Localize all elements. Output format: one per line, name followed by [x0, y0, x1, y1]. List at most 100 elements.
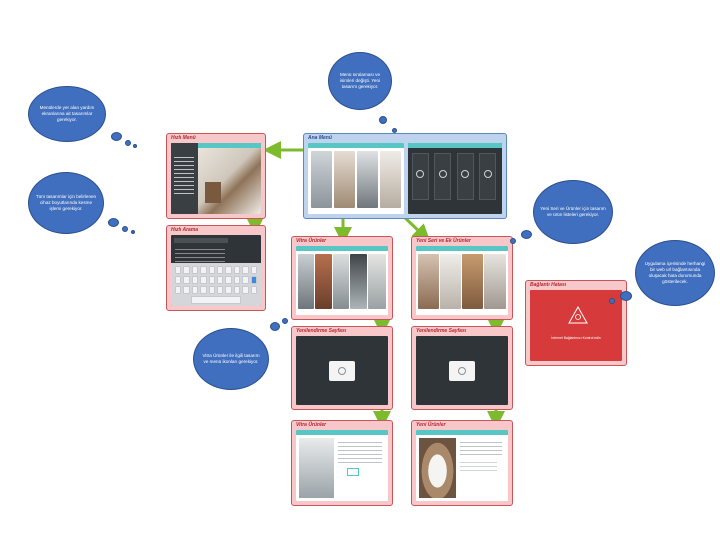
- frame-title: Hızlı Menü: [171, 135, 196, 141]
- product-tile: [417, 254, 439, 309]
- search-field: [174, 238, 228, 243]
- product-photo: [419, 438, 456, 498]
- bubble-connection-error: Uygulama içerisinde herhangi bir web url…: [635, 240, 715, 306]
- top-bar: [408, 143, 502, 148]
- icon-tile: [456, 153, 474, 200]
- loading-card: [449, 360, 475, 381]
- frame-title: Ana Menü: [308, 135, 332, 141]
- top-bar: [296, 430, 388, 435]
- key-row: [191, 296, 241, 305]
- frame-hizli-arama: Hızlı Arama: [166, 225, 266, 311]
- bubble-tail: [510, 238, 516, 244]
- frame-vitra-urunler-1: Vitra Ürünler: [291, 236, 393, 320]
- error-message: İnternet Bağlantınızı Kontrol edin: [551, 336, 601, 340]
- frame-title: Hızlı Arama: [171, 227, 199, 233]
- bubble-tail: [133, 144, 137, 148]
- bathroom-photo: [198, 148, 261, 214]
- frame-ana-menu: Ana Menü: [303, 133, 507, 219]
- menu-tile: [356, 151, 379, 208]
- bubble-tail: [125, 140, 131, 146]
- frame-yenilendirme-2: Yenilendirme Sayfası: [411, 326, 513, 410]
- product-tile: [367, 254, 387, 309]
- product-specs: [460, 462, 497, 474]
- ana-menu-screen-2: [408, 143, 502, 214]
- bubble-tail: [270, 322, 280, 331]
- yeni-seri-screen: [416, 246, 508, 315]
- frame-title: Vitra Ürünler: [296, 238, 327, 244]
- action-box: [346, 468, 359, 476]
- bubble-vitra-products: Vitra Ürünler ile ilgili tasarım ve menü…: [193, 328, 269, 390]
- product-tile: [439, 254, 462, 309]
- yenilendirme-screen: [296, 336, 388, 405]
- frame-yeni-seri: Yeni Seri ve Ek Ürünler: [411, 236, 513, 320]
- menu-tile: [333, 151, 356, 208]
- side-menu-lines: [174, 157, 194, 197]
- icon-tile: [411, 153, 429, 200]
- frame-baglanti-hatasi: Bağlantı Hatası İnternet Bağlantınızı Ko…: [525, 280, 627, 366]
- icon-tile: [434, 153, 452, 200]
- top-bar: [416, 430, 508, 435]
- product-tile: [462, 254, 484, 309]
- error-screen: İnternet Bağlantınızı Kontrol edin: [530, 290, 622, 361]
- refresh-icon: [338, 366, 346, 375]
- warning-icon: [568, 306, 588, 324]
- product-tile: [350, 254, 367, 309]
- frame-title: Yeni Seri ve Ek Ürünler: [416, 238, 471, 244]
- frame-title: Yenilendirme Sayfası: [296, 328, 347, 334]
- product-tile: [484, 254, 507, 309]
- refresh-icon: [458, 366, 466, 375]
- bubble-all-designs: Tüm tasarımlar için belirlenen cihaz boy…: [28, 172, 104, 234]
- product-tile: [332, 254, 350, 309]
- globe-icon: [461, 170, 470, 179]
- bubble-new-series: Yeni Seri ve Ürünler için tasarım ve ürü…: [533, 180, 613, 244]
- bubble-menu-layout: Menülerde yer alan yardım ekranlarına ai…: [28, 86, 106, 142]
- frame-vitra-urunler-2: Vitra Ürünler: [291, 420, 393, 506]
- keyboard: [171, 263, 261, 306]
- info-icon: [483, 170, 492, 179]
- frame-title: Yenilendirme Sayfası: [416, 328, 467, 334]
- frame-yenilendirme-1: Yenilendirme Sayfası: [291, 326, 393, 410]
- product-description: [338, 442, 383, 464]
- menu-tile: [380, 151, 402, 208]
- loading-card: [329, 360, 355, 381]
- bubble-tail: [620, 291, 632, 301]
- product-photo: [299, 438, 334, 498]
- hizli-menu-screen: [171, 143, 261, 214]
- cabinet-shape: [205, 182, 222, 204]
- bubble-tail: [609, 298, 615, 304]
- top-bar: [308, 143, 404, 148]
- product-tile: [297, 254, 315, 309]
- bubble-tail: [131, 230, 135, 234]
- menu-tile: [310, 151, 332, 208]
- vitra-detail-screen: [296, 430, 388, 501]
- frame-title: Bağlantı Hatası: [530, 282, 567, 288]
- frame-title: Vitra Ürünler: [296, 422, 327, 428]
- ana-menu-screen-1: [308, 143, 404, 214]
- frame-title: Yeni Ürünler: [416, 422, 446, 428]
- vitra-urunler-screen: [296, 246, 388, 315]
- bubble-tail: [521, 230, 532, 239]
- result-lines: [175, 249, 225, 265]
- settings-icon: [438, 170, 447, 179]
- product-description: [460, 442, 503, 456]
- yenilendirme-screen: [416, 336, 508, 405]
- bubble-tail: [122, 226, 128, 232]
- product-tile: [315, 254, 332, 309]
- bubble-menu-arrangement: Menü sıralaması ve isimleri değişti. Yen…: [328, 52, 392, 110]
- icon-tile: [479, 153, 497, 200]
- bubble-tail: [111, 132, 122, 141]
- power-icon: [416, 170, 425, 179]
- top-bar: [296, 246, 388, 251]
- key-row: [175, 266, 258, 275]
- yeni-urunler-screen: [416, 430, 508, 501]
- frame-hizli-menu: Hızlı Menü: [166, 133, 266, 219]
- top-bar: [198, 143, 261, 148]
- key-row: [175, 286, 258, 295]
- bubble-tail: [282, 318, 288, 324]
- frame-yeni-urunler: Yeni Ürünler: [411, 420, 513, 506]
- bubble-tail: [379, 116, 387, 124]
- top-bar: [416, 246, 508, 251]
- bubble-tail: [392, 128, 397, 133]
- hizli-arama-screen: [171, 235, 261, 306]
